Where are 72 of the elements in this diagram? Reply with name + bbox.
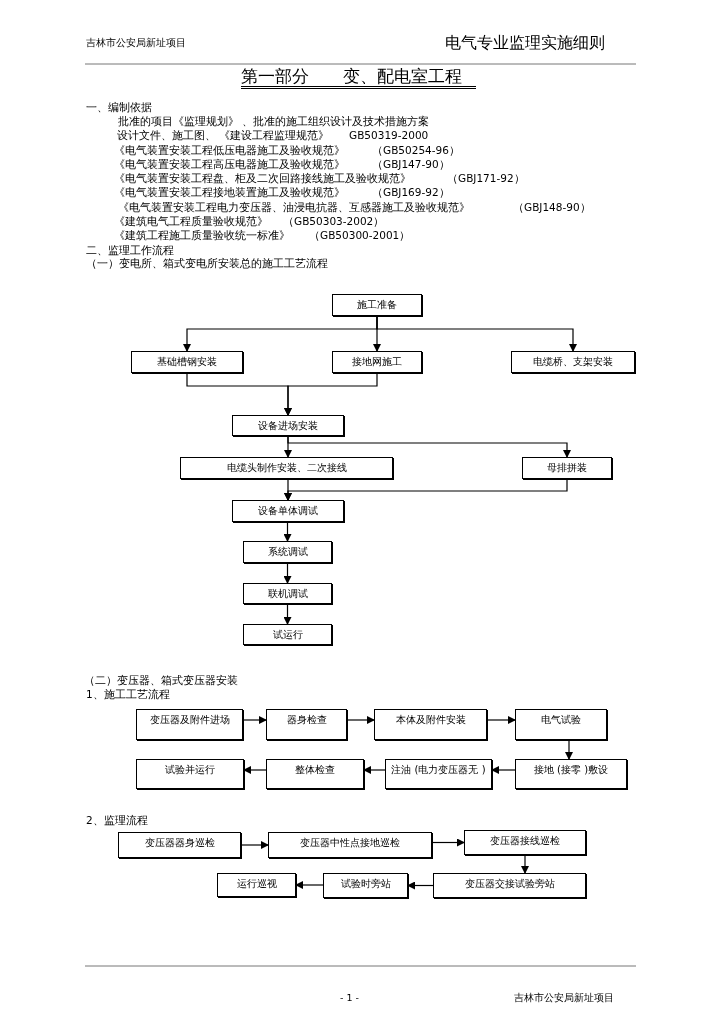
arrow bbox=[295, 881, 324, 889]
arrow bbox=[486, 716, 516, 724]
arrow bbox=[243, 766, 267, 774]
text-line: 设计文件、施工图、 《建设工程监理规范》 bbox=[117, 129, 330, 143]
process-box: 变压器及附件进场 bbox=[136, 709, 243, 740]
process-box: 系统调试 bbox=[243, 541, 332, 563]
process-box: 器身检查 bbox=[266, 709, 347, 740]
process-box: 母排拼装 bbox=[522, 457, 612, 479]
process-box: 接地 (接零 )敷设 bbox=[515, 759, 627, 789]
process-box: 试验时旁站 bbox=[323, 873, 408, 898]
arrow bbox=[283, 562, 292, 584]
text-line: （GB50300-2001） bbox=[309, 229, 411, 243]
text-line: （GB50303-2002） bbox=[283, 215, 385, 229]
text-line: （GBJ169-92） bbox=[372, 186, 450, 200]
process-box: 电缆头制作安装、二次接线 bbox=[180, 457, 393, 479]
arrow bbox=[240, 841, 269, 849]
text-line: （一）变电所、箱式变电所安装总的施工工艺流程 bbox=[86, 257, 328, 271]
process-box: 施工准备 bbox=[332, 294, 422, 316]
process-box: 变压器交接试验旁站 bbox=[433, 873, 586, 898]
text-line: 《电气装置安装工程盘、柜及二次回路接线施工及验收规范》 bbox=[114, 172, 411, 186]
arrow bbox=[376, 315, 577, 352]
text-line: 《电气装置安装工程低压电器施工及验收规范》 bbox=[114, 144, 345, 158]
arrow bbox=[565, 739, 573, 760]
text-line: 一、编制依据 bbox=[86, 101, 152, 115]
process-box: 变压器中性点接地巡检 bbox=[268, 832, 432, 858]
text-line: 《建筑工程施工质量验收统一标准》 bbox=[114, 229, 290, 243]
process-box: 注油 (电力变压器无 ) bbox=[385, 759, 492, 789]
text-line: 《电气装置安装工程接地装置施工及验收规范》 bbox=[114, 186, 345, 200]
text-line: 2、监理流程 bbox=[86, 814, 148, 828]
text-line: 《电气装置安装工程高压电器施工及验收规范》 bbox=[114, 158, 345, 172]
arrow bbox=[242, 716, 267, 724]
process-box: 变压器接线巡检 bbox=[464, 830, 586, 855]
text-line: （二）变压器、箱式变压器安装 bbox=[84, 674, 238, 688]
text-line: 《电气装置安装工程电力变压器、油浸电抗器、互感器施工及验收规范》 bbox=[118, 201, 470, 215]
arrow bbox=[346, 716, 375, 724]
text-line: （GBJ148-90） bbox=[513, 201, 591, 215]
process-box: 基础槽钢安装 bbox=[131, 351, 243, 373]
text-line: 《建筑电气工程质量验收规范》 bbox=[114, 215, 268, 229]
arrow bbox=[283, 521, 292, 542]
text-line: 二、监理工作流程 bbox=[86, 244, 174, 258]
text-line: 1、施工工艺流程 bbox=[86, 688, 170, 702]
header-text: 吉林市公安局新址项目 bbox=[86, 36, 186, 50]
footer-text: 吉林市公安局新址项目 bbox=[514, 991, 614, 1005]
text-line: GB50319-2000 bbox=[349, 129, 429, 143]
arrow bbox=[287, 435, 571, 458]
process-box: 电缆桥、支架安装 bbox=[511, 351, 635, 373]
arrow bbox=[363, 766, 386, 774]
text-line: （GB50254-96） bbox=[372, 144, 460, 158]
arrow bbox=[431, 838, 465, 847]
arrow bbox=[521, 854, 529, 874]
arrow bbox=[407, 881, 434, 890]
process-box: 试运行 bbox=[243, 624, 332, 645]
process-box: 运行巡视 bbox=[217, 873, 296, 897]
text-line: 批准的项目《监理规划》 、批准的施工组织设计及技术措施方案 bbox=[118, 115, 430, 129]
process-box: 联机调试 bbox=[243, 583, 332, 604]
process-box: 本体及附件安装 bbox=[374, 709, 487, 740]
page-title: 第一部分 变、配电室工程 bbox=[241, 66, 476, 89]
process-box: 接地网施工 bbox=[332, 351, 422, 373]
header-title: 电气专业监理实施细则 bbox=[445, 32, 605, 54]
text-line: （GBJ147-90） bbox=[372, 158, 450, 172]
process-box: 变压器器身巡检 bbox=[118, 832, 241, 858]
process-box: 设备单体调试 bbox=[232, 500, 344, 522]
arrow bbox=[491, 766, 516, 774]
text-line: （GBJ171-92） bbox=[447, 172, 525, 186]
page-number: - 1 - bbox=[340, 991, 359, 1005]
arrow bbox=[283, 603, 292, 625]
process-box: 整体检查 bbox=[266, 759, 364, 789]
process-box: 电气试验 bbox=[515, 709, 607, 740]
process-box: 试验并运行 bbox=[136, 759, 244, 789]
arrow bbox=[284, 372, 378, 416]
arrow bbox=[284, 478, 568, 501]
process-box: 设备进场安装 bbox=[232, 415, 344, 436]
